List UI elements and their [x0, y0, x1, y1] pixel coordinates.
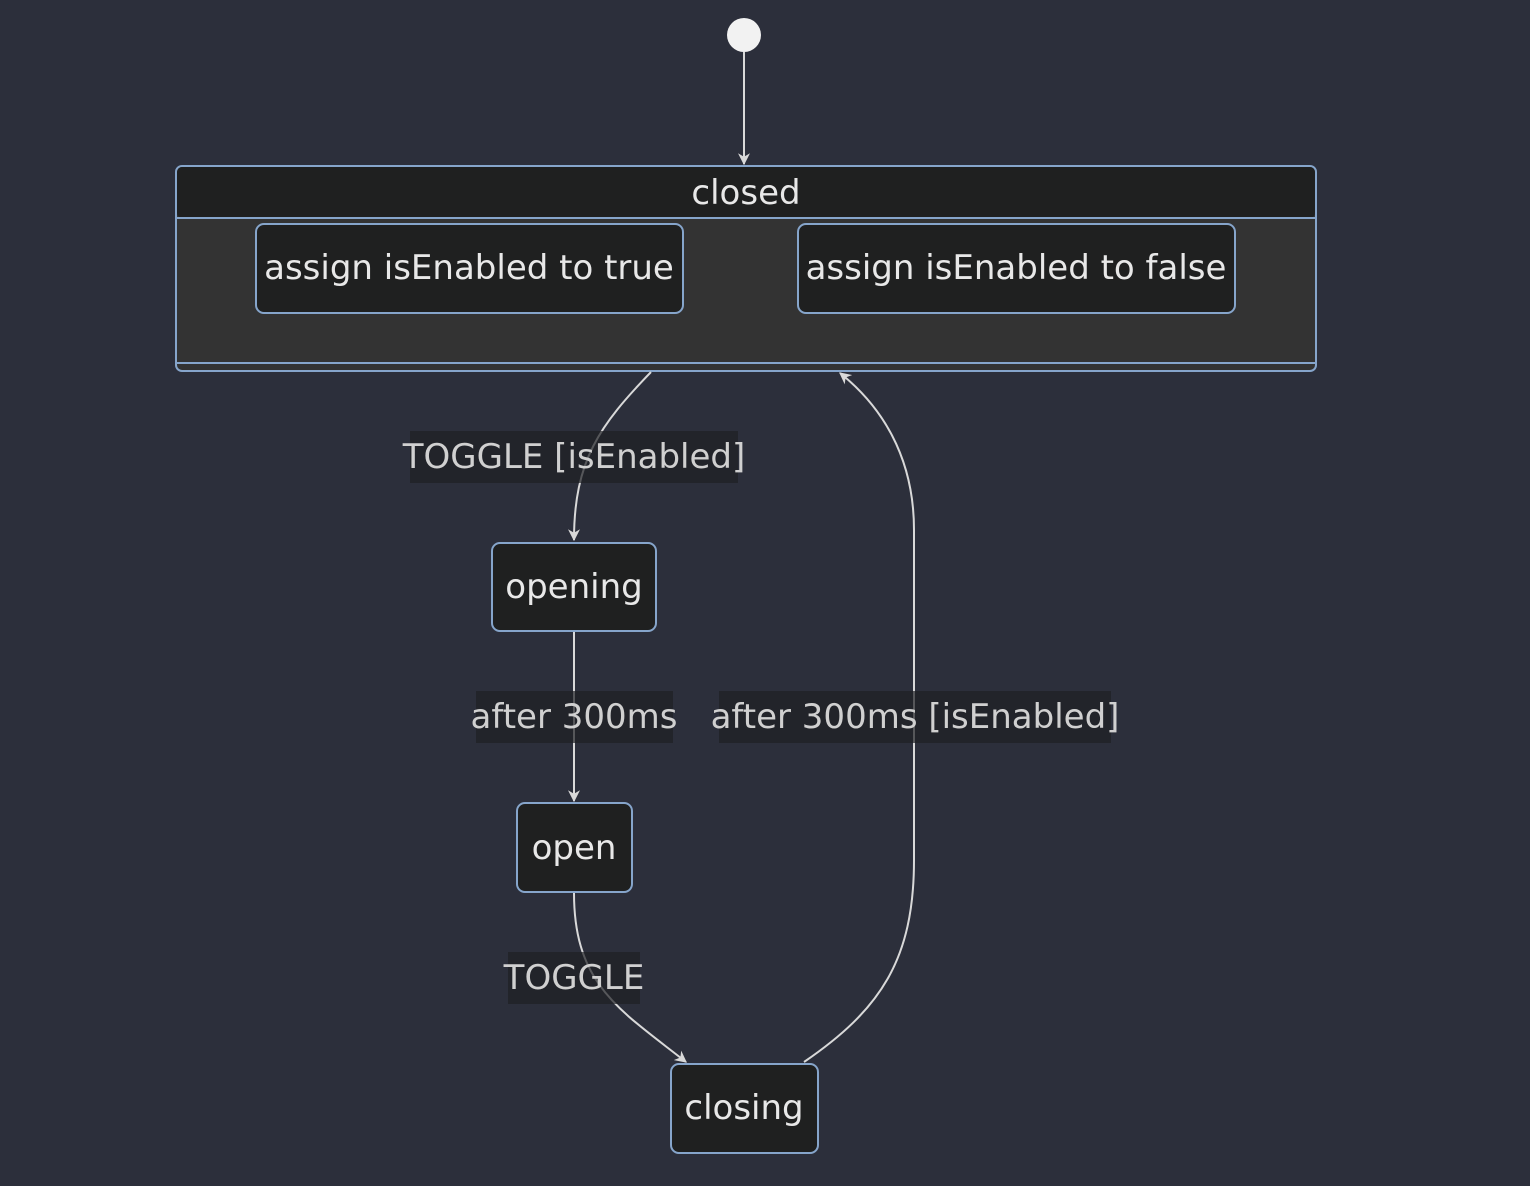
state-closing[interactable]: closing [670, 1063, 819, 1154]
label-opening-to-open: after 300ms [471, 691, 678, 743]
edge-closing-to-closed [803, 372, 915, 1063]
opening-label: opening [505, 567, 642, 607]
opening-box [491, 542, 657, 632]
open-label: open [532, 828, 617, 868]
label-text-open-to-closing: TOGGLE [503, 958, 645, 998]
state-closed[interactable]: closed [175, 165, 1317, 372]
state-assign-true[interactable]: assign isEnabled to true [255, 223, 684, 314]
label-closed-to-opening: TOGGLE [isEnabled] [402, 431, 746, 483]
assign-true-box [255, 223, 684, 314]
initial-state-dot [727, 18, 761, 52]
closing-box [670, 1063, 819, 1154]
state-opening[interactable]: opening [491, 542, 657, 632]
assign-true-label: assign isEnabled to true [264, 248, 674, 288]
label-text-closed-to-opening: TOGGLE [isEnabled] [402, 437, 746, 477]
assign-false-box [797, 223, 1236, 314]
closing-label: closing [684, 1088, 803, 1128]
closed-header [177, 167, 1315, 218]
label-text-opening-to-open: after 300ms [471, 697, 678, 737]
state-assign-false[interactable]: assign isEnabled to false [797, 223, 1236, 314]
label-open-to-closing: TOGGLE [503, 952, 645, 1004]
open-box [516, 802, 633, 893]
label-text-closing-to-closed: after 300ms [isEnabled] [711, 697, 1120, 737]
state-open[interactable]: open [516, 802, 633, 893]
closed-title: closed [691, 173, 800, 213]
label-closing-to-closed: after 300ms [isEnabled] [711, 691, 1120, 743]
assign-false-label: assign isEnabled to false [806, 248, 1227, 288]
